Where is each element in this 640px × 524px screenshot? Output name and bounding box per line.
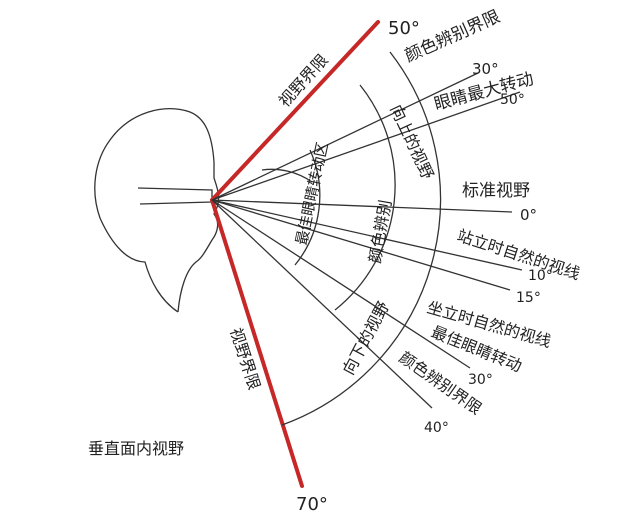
label-bottom-angle: 70° — [296, 494, 328, 515]
label-top-angle: 50° — [388, 18, 420, 39]
ray-40 — [211, 199, 433, 409]
label-deg-10: 10° — [528, 268, 553, 284]
label-color-discrimination: 颜色辨别 — [365, 198, 395, 264]
ray-15 — [211, 199, 511, 291]
label-caption: 垂直面内视野 — [88, 439, 184, 458]
ray-30-down — [211, 199, 471, 369]
ray-30-up — [211, 72, 479, 201]
view-arcs — [261, 51, 442, 426]
arc-outer — [281, 51, 442, 426]
ray-0 — [211, 199, 513, 213]
label-deg-40: 40° — [424, 420, 449, 436]
lower-field-limit-line — [210, 198, 304, 488]
ray-50-up — [211, 91, 521, 201]
sight-rays — [211, 72, 523, 409]
arc-inner-top — [261, 168, 313, 183]
label-deg-30-down: 30° — [468, 372, 493, 388]
label-deg-30-up: 30° — [472, 60, 499, 78]
label-deg-0: 0° — [520, 206, 537, 224]
arc-color — [334, 84, 396, 311]
label-lower-limit: 视野界限 — [226, 325, 264, 392]
eye-shade — [137, 187, 213, 205]
label-deg-15: 15° — [516, 290, 541, 306]
upper-field-limit-line — [210, 20, 380, 202]
arc-eye-zone — [294, 149, 321, 266]
head-outline — [94, 108, 220, 313]
label-standard-view: 标准视野 — [462, 181, 530, 201]
label-deg-50-up: 50° — [500, 92, 525, 108]
label-best-eye-zone: 最佳眼睛转动区 — [292, 140, 331, 246]
label-standing-natural: 站立时自然的视线 — [455, 226, 583, 284]
label-downward-view: 向下的视野 — [339, 298, 393, 378]
ray-10 — [211, 199, 523, 271]
